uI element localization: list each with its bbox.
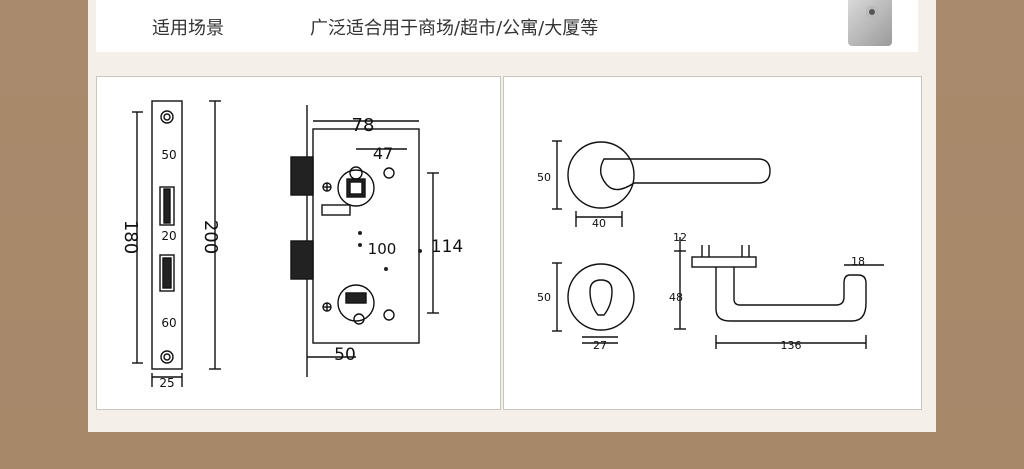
plate-seg-top-label: 50 bbox=[161, 148, 176, 162]
plate-seg-mid-label: 20 bbox=[161, 229, 176, 243]
lock-plate-thumbnail bbox=[848, 0, 892, 46]
case-height-label: 114 bbox=[431, 237, 463, 257]
rose-width-label: 40 bbox=[592, 217, 606, 230]
lever-length-label: 136 bbox=[781, 339, 802, 352]
lock-body-drawing-panel: 50 20 60 180 200 25 78 47 100 114 50 bbox=[96, 76, 501, 410]
lock-case bbox=[312, 128, 420, 344]
lever-rose bbox=[567, 141, 635, 209]
plate-hole-span-label: 180 bbox=[120, 220, 141, 254]
rose-diameter-label: 50 bbox=[537, 171, 551, 184]
center-distance-label: 100 bbox=[368, 240, 397, 258]
spec-table-row bbox=[96, 0, 918, 52]
lever-projection-label: 48 bbox=[669, 291, 683, 304]
scene-value: 广泛适合用于商场/超市/公寓/大厦等 bbox=[310, 18, 599, 39]
scene-label: 适用场景 bbox=[152, 18, 224, 39]
face-plate bbox=[151, 100, 183, 370]
plate-width-label: 25 bbox=[159, 376, 174, 390]
escutcheon-rose bbox=[567, 263, 635, 331]
backset-label: 50 bbox=[334, 345, 356, 365]
plate-height-label: 200 bbox=[200, 220, 221, 254]
plate-seg-bottom-label: 60 bbox=[161, 316, 176, 330]
handle-diagram: 50 40 50 27 12 48 136 18 bbox=[537, 140, 884, 352]
spindle-offset-label: 47 bbox=[373, 144, 393, 163]
handle-drawing-panel: 50 40 50 27 12 48 136 18 bbox=[503, 76, 922, 410]
escutcheon-width-label: 27 bbox=[593, 339, 607, 352]
lock-body-diagram: 50 20 60 180 200 25 78 47 100 114 50 bbox=[120, 100, 463, 390]
lever-thickness-label: 12 bbox=[673, 231, 687, 244]
lever-end-width-label: 18 bbox=[851, 255, 865, 268]
escutcheon-diameter-label: 50 bbox=[537, 291, 551, 304]
case-depth-label: 78 bbox=[352, 115, 375, 136]
